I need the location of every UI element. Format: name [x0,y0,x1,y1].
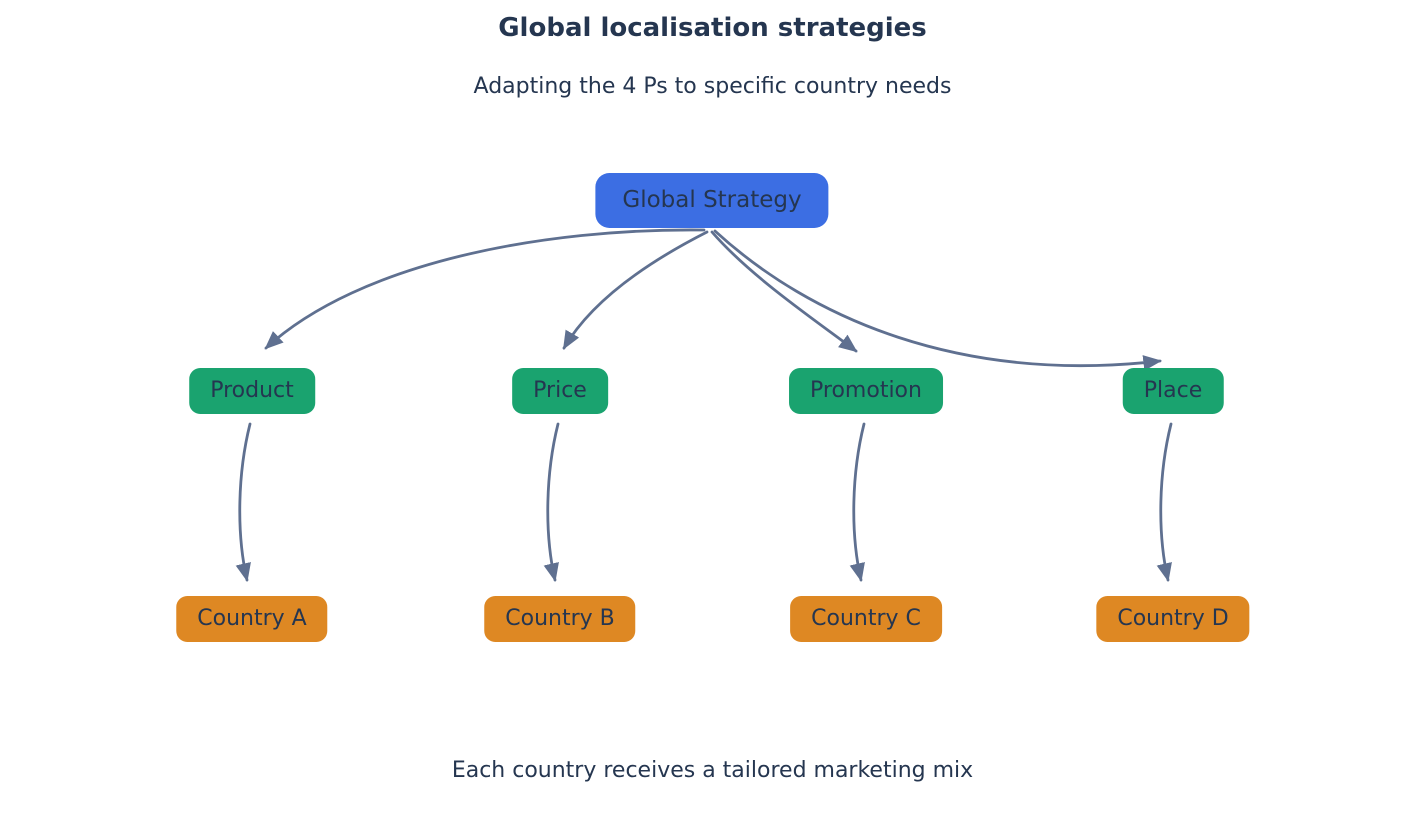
edge-promotion-to-country-c [849,422,866,582]
node-price: Price [512,368,608,414]
node-product: Product [189,368,315,414]
edge-global-to-promotion [710,230,858,353]
subtitle: Adapting the 4 Ps to specific country ne… [473,74,952,99]
edge-global-to-place [713,229,1162,371]
edge-global-to-product [264,228,706,350]
edge-product-to-country-a [235,422,252,582]
node-country-d: Country D [1096,596,1250,642]
edge-global-to-price [562,230,709,350]
node-place: Place [1122,368,1224,414]
page-title: Global localisation strategies [498,13,927,43]
node-country-a: Country A [176,596,328,642]
node-country-b: Country B [484,596,636,642]
node-promotion: Promotion [789,368,943,414]
edge-place-to-country-d [1156,422,1173,582]
caption: Each country receives a tailored marketi… [451,758,974,783]
node-global-strategy: Global Strategy [595,173,829,228]
node-country-c: Country C [790,596,942,642]
edge-price-to-country-b [543,422,560,582]
